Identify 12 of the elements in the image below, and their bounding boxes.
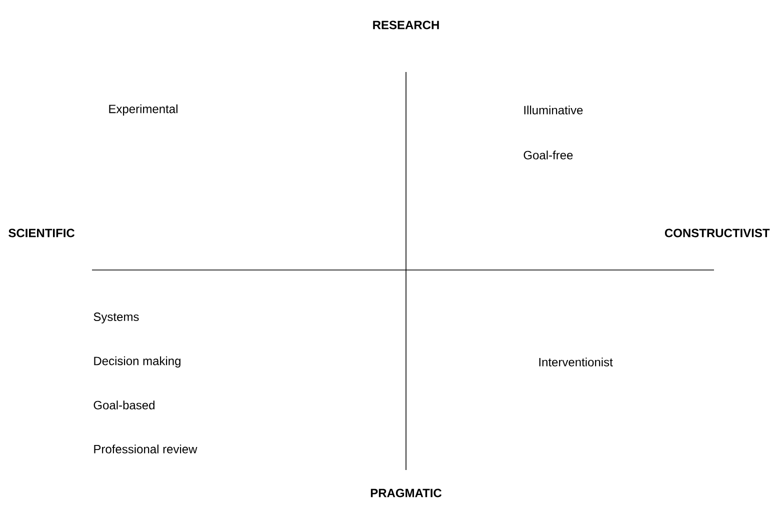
category-label: Goal-free: [524, 150, 573, 160]
category-label: Interventionist: [539, 358, 613, 366]
category-label: Goal-based: [94, 400, 154, 410]
category-label: Decision making: [94, 356, 180, 368]
axis-label: PRAGMATIC: [370, 488, 442, 498]
axis-label: SCIENTIFIC: [8, 228, 75, 238]
axis-label: RESEARCH: [373, 20, 439, 30]
category-label: Experimental: [109, 104, 178, 116]
category-label: Systems: [94, 312, 139, 324]
axis-label: CONSTRUCTIVIST: [664, 228, 770, 238]
category-label: Illuminative: [524, 106, 583, 114]
category-label: Professional review: [94, 444, 198, 454]
